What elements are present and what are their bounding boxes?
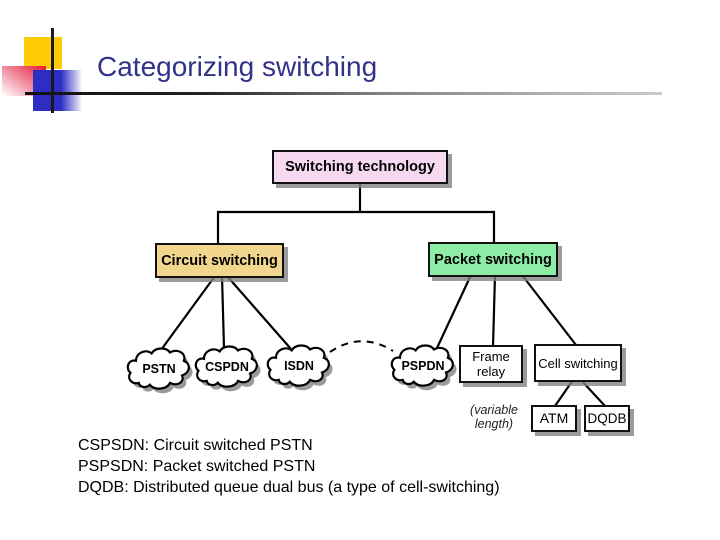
logo-yellow-square — [24, 37, 62, 69]
title-underline — [25, 92, 662, 95]
abbreviation-notes: CSPSDN: Circuit switched PSTN PSPSDN: Pa… — [78, 435, 500, 498]
node-atm: ATM — [531, 405, 577, 432]
connector-packet-cell — [521, 274, 577, 346]
logo-vertical-line — [51, 28, 54, 113]
note-pspsdn: PSPSDN: Packet switched PSTN — [78, 458, 316, 475]
node-cell-switching: Cell switching — [534, 344, 622, 382]
variable-length-annotation: (variable length) — [470, 403, 518, 431]
node-switching-technology: Switching technology — [272, 150, 448, 184]
dashed-arc — [329, 340, 394, 353]
node-packet-switching: Packet switching — [428, 242, 558, 277]
connector-cell-atm — [554, 379, 574, 407]
cloud-isdn: ISDN — [264, 341, 334, 393]
logo-blue-square — [33, 70, 84, 111]
cloud-pspdn-label: PSPDN — [401, 359, 445, 373]
cloud-pstn: PSTN — [124, 344, 194, 396]
connector-circuit-cspdn — [220, 275, 226, 349]
node-circuit-switching: Circuit switching — [155, 243, 284, 278]
cloud-pspdn: PSPDN — [388, 341, 458, 393]
note-dqdb: DQDB: Distributed queue dual bus (a type… — [78, 479, 500, 496]
cloud-pstn-label: PSTN — [142, 362, 176, 376]
connector-circuit-isdn — [226, 275, 292, 350]
connector-packet-frame — [491, 274, 497, 348]
connector-circuit-pstn — [160, 275, 216, 351]
slide-title: Categorizing switching — [97, 51, 378, 82]
cloud-cspdn-label: CSPDN — [205, 360, 249, 374]
connector-packet-pspdn — [436, 274, 472, 349]
node-dqdb: DQDB — [584, 405, 630, 432]
cloud-cspdn: CSPDN — [192, 342, 262, 394]
node-frame-relay: Frame relay — [459, 345, 523, 383]
cloud-isdn-label: ISDN — [284, 359, 314, 373]
note-cspsdn: CSPSDN: Circuit switched PSTN — [78, 437, 313, 454]
connector-cell-dqdb — [580, 379, 606, 407]
